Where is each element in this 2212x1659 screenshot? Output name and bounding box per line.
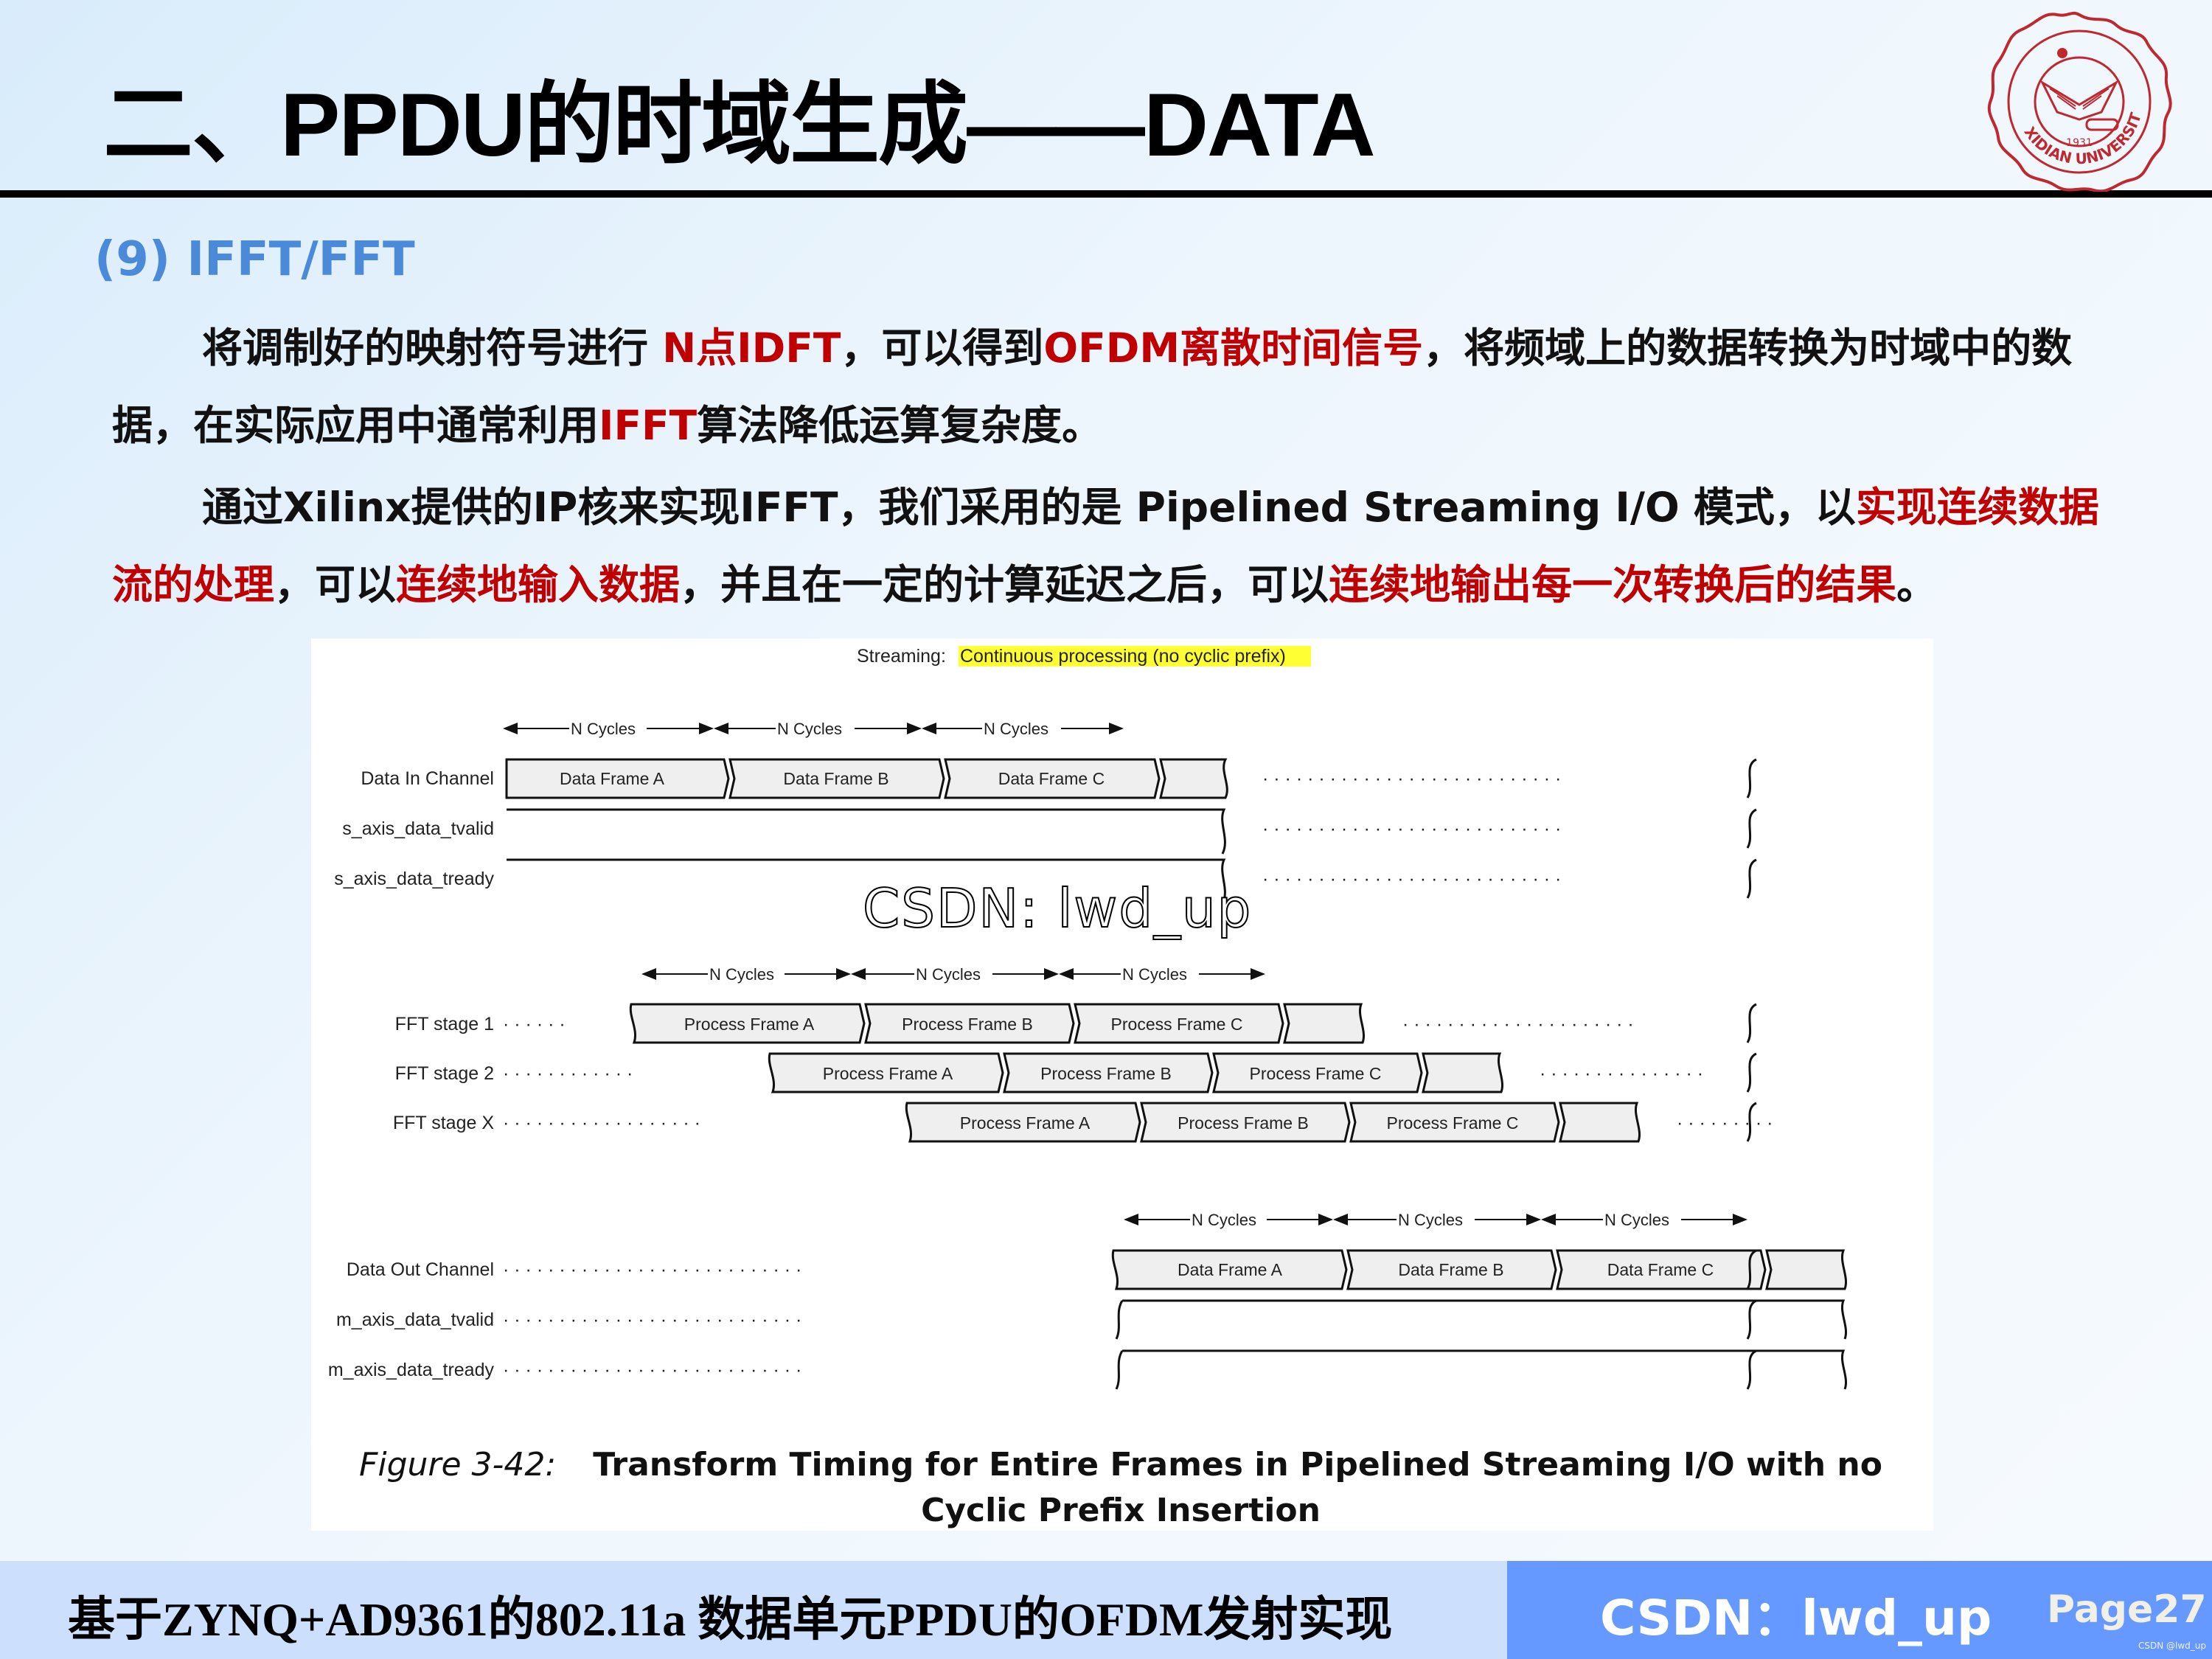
cycle-markers-output: N Cycles N Cycles N Cycles — [1124, 1211, 1747, 1229]
svg-text:Process Frame B: Process Frame B — [902, 1015, 1033, 1034]
svg-text:N Cycles: N Cycles — [777, 720, 842, 738]
svg-text:Process Frame C: Process Frame C — [1387, 1113, 1519, 1133]
svg-text:· · · · · · · · · · · ·: · · · · · · · · · · · · · · · · · · · · … — [1262, 818, 1561, 839]
slide-title: 二、PPDU的时域生成——DATA — [103, 74, 1376, 175]
svg-text:Process Frame C: Process Frame C — [1250, 1064, 1382, 1083]
svg-text:· · · · · · · · · · · ·: · · · · · · · · · · · · · · · · · · · · … — [1262, 768, 1561, 789]
svg-text:· · · · · · · · · · · ·: · · · · · · · · · · · · · · · · · · · · … — [1262, 869, 1561, 889]
signal-label: Data Out Channel — [347, 1259, 494, 1280]
highlight-segment: 连续地输出每一次转换后的结果 — [1329, 561, 1897, 608]
footer-project-bar: 基于ZYNQ+AD9361的802.11a 数据单元PPDU的OFDM发射实现 — [0, 1561, 1507, 1659]
text-segment: 通过Xilinx提供的IP核来实现IFFT，我们采用的是 Pipelined S… — [202, 484, 1856, 531]
svg-text:Data Frame C: Data Frame C — [998, 769, 1105, 788]
svg-text:Data Frame B: Data Frame B — [1398, 1260, 1503, 1279]
pipeline-frames — [629, 1003, 1641, 1143]
svg-text:Process Frame B: Process Frame B — [1040, 1064, 1172, 1083]
paragraph-ifft-intro: 将调制好的映射符号进行 N点IDFT，可以得到OFDM离散时间信号，将频域上的数… — [112, 310, 2132, 465]
text-segment: ，并且在一定的计算延迟之后，可以 — [680, 561, 1329, 608]
footer-small-watermark: CSDN @lwd_up — [2138, 1641, 2207, 1651]
cycle-markers-pipeline: N Cycles N Cycles N Cycles — [641, 965, 1265, 984]
svg-text:N Cycles: N Cycles — [1398, 1211, 1463, 1229]
text-segment: 算法降低运算复杂度。 — [697, 402, 1103, 449]
footer-author-handle: CSDN：lwd_up — [1600, 1590, 1992, 1646]
page-number: Page27 — [2047, 1587, 2207, 1632]
svg-text:· · · · · · · · · · · ·: · · · · · · · · · · · · · · · · · · · · … — [503, 1360, 801, 1380]
signal-label: m_axis_data_tready — [328, 1360, 495, 1380]
svg-text:· · · · · · · · · · · ·: · · · · · · · · · · · · · · · · · · · · … — [503, 1310, 801, 1330]
highlight-segment: N点IDFT — [662, 324, 841, 372]
banner-highlight — [959, 646, 1311, 667]
svg-text:· · · · · · · · · · · ·: · · · · · · · · · · · · · · · · · · — [503, 1113, 700, 1133]
svg-text:N Cycles: N Cycles — [571, 720, 636, 738]
svg-text:N Cycles: N Cycles — [984, 720, 1048, 738]
data-out-frames — [1111, 1249, 1847, 1290]
svg-text:Process Frame B: Process Frame B — [1178, 1113, 1309, 1133]
university-seal-logo: 1931 XIDIAN UNIVERSITY — [1978, 0, 2175, 193]
figure-caption: Figure 3-42: Transform Timing for Entire … — [317, 1442, 1924, 1534]
continuation-dots: · · · · · · · · · · · · · · · · · · · · … — [1262, 768, 1561, 889]
signal-label: FFT stage X — [393, 1113, 494, 1133]
section-heading: (9) IFFT/FFT — [94, 232, 415, 287]
text-segment: ，将频域上的数据转换为时域中的数据，在实际应用中通常利用 — [112, 324, 2073, 449]
svg-text:Process Frame A: Process Frame A — [823, 1064, 953, 1083]
svg-text:· · · · · ·: · · · · · · — [503, 1014, 566, 1034]
signal-label: s_axis_data_tvalid — [342, 818, 494, 839]
footer-author-bar: CSDN：lwd_up Page27 CSDN @lwd_up — [1507, 1561, 2212, 1659]
signal-label: Data In Channel — [361, 768, 494, 789]
svg-text:N Cycles: N Cycles — [1122, 965, 1187, 984]
svg-text:Process Frame A: Process Frame A — [684, 1015, 815, 1034]
signal-label: FFT stage 2 — [395, 1063, 494, 1084]
svg-text:Process Frame C: Process Frame C — [1111, 1015, 1243, 1034]
svg-text:Process Frame A: Process Frame A — [960, 1113, 1091, 1133]
signal-label: s_axis_data_tready — [334, 869, 494, 889]
svg-text:· · · · · · · · · · · ·: · · · · · · · · · · · · · · · · · · · · … — [503, 1259, 801, 1280]
svg-text:· · · · · · · · · · · ·: · · · · · · · · · · · · · · · · · · · · … — [1402, 1014, 1634, 1034]
highlight-segment: 连续地输入数据 — [396, 561, 681, 608]
text-segment: ，可以得到 — [841, 324, 1044, 372]
text-segment: ，可以 — [274, 561, 397, 608]
cycle-markers-input: N Cycles N Cycles N Cycles — [503, 720, 1124, 738]
text-segment: 。 — [1896, 561, 1938, 608]
timing-diagram-figure: Streaming: Continuous processing (no cyc… — [311, 639, 1933, 1531]
highlight-segment: OFDM离散时间信号 — [1043, 324, 1424, 372]
svg-text:1931: 1931 — [2066, 137, 2093, 149]
svg-text:· · · · · · · · ·: · · · · · · · · · — [1677, 1113, 1773, 1133]
figure-number: Figure 3-42: — [359, 1446, 557, 1484]
svg-text:Data Frame A: Data Frame A — [1178, 1260, 1283, 1279]
csdn-watermark: CSDN: lwd_up — [862, 877, 1253, 940]
banner-prefix: Streaming: — [857, 646, 946, 667]
figure-caption-text: Transform Timing for Entire Frames in Pi… — [593, 1446, 1882, 1529]
svg-text:N Cycles: N Cycles — [916, 965, 981, 984]
svg-text:N Cycles: N Cycles — [1192, 1211, 1256, 1229]
svg-text:Data Frame C: Data Frame C — [1607, 1260, 1714, 1279]
svg-text:· · · · · · · · · · · ·: · · · · · · · · · · · · · · · — [1540, 1063, 1703, 1084]
svg-text:N Cycles: N Cycles — [709, 965, 774, 984]
paragraph-xilinx-ip: 通过Xilinx提供的IP核来实现IFFT，我们采用的是 Pipelined S… — [112, 469, 2132, 624]
highlight-segment: IFFT — [599, 402, 698, 449]
svg-text:Data Frame B: Data Frame B — [783, 769, 888, 788]
title-divider — [0, 190, 2212, 198]
signal-label: m_axis_data_tvalid — [336, 1310, 494, 1330]
text-segment: 将调制好的映射符号进行 — [202, 324, 663, 372]
footer-project-title: 基于ZYNQ+AD9361的802.11a 数据单元PPDU的OFDM发射实现 — [68, 1593, 1393, 1646]
data-in-frames — [505, 758, 1228, 799]
svg-text:· · · · · · · · · · · ·: · · · · · · · · · · · · — [503, 1063, 633, 1084]
signal-label: FFT stage 1 — [395, 1014, 494, 1034]
svg-text:Data Frame A: Data Frame A — [560, 769, 665, 788]
banner-highlight-text: Continuous processing (no cyclic prefix) — [960, 646, 1286, 667]
highlight-segment: 实现连续数据流的处理 — [112, 484, 2099, 608]
svg-text:N Cycles: N Cycles — [1604, 1211, 1669, 1229]
